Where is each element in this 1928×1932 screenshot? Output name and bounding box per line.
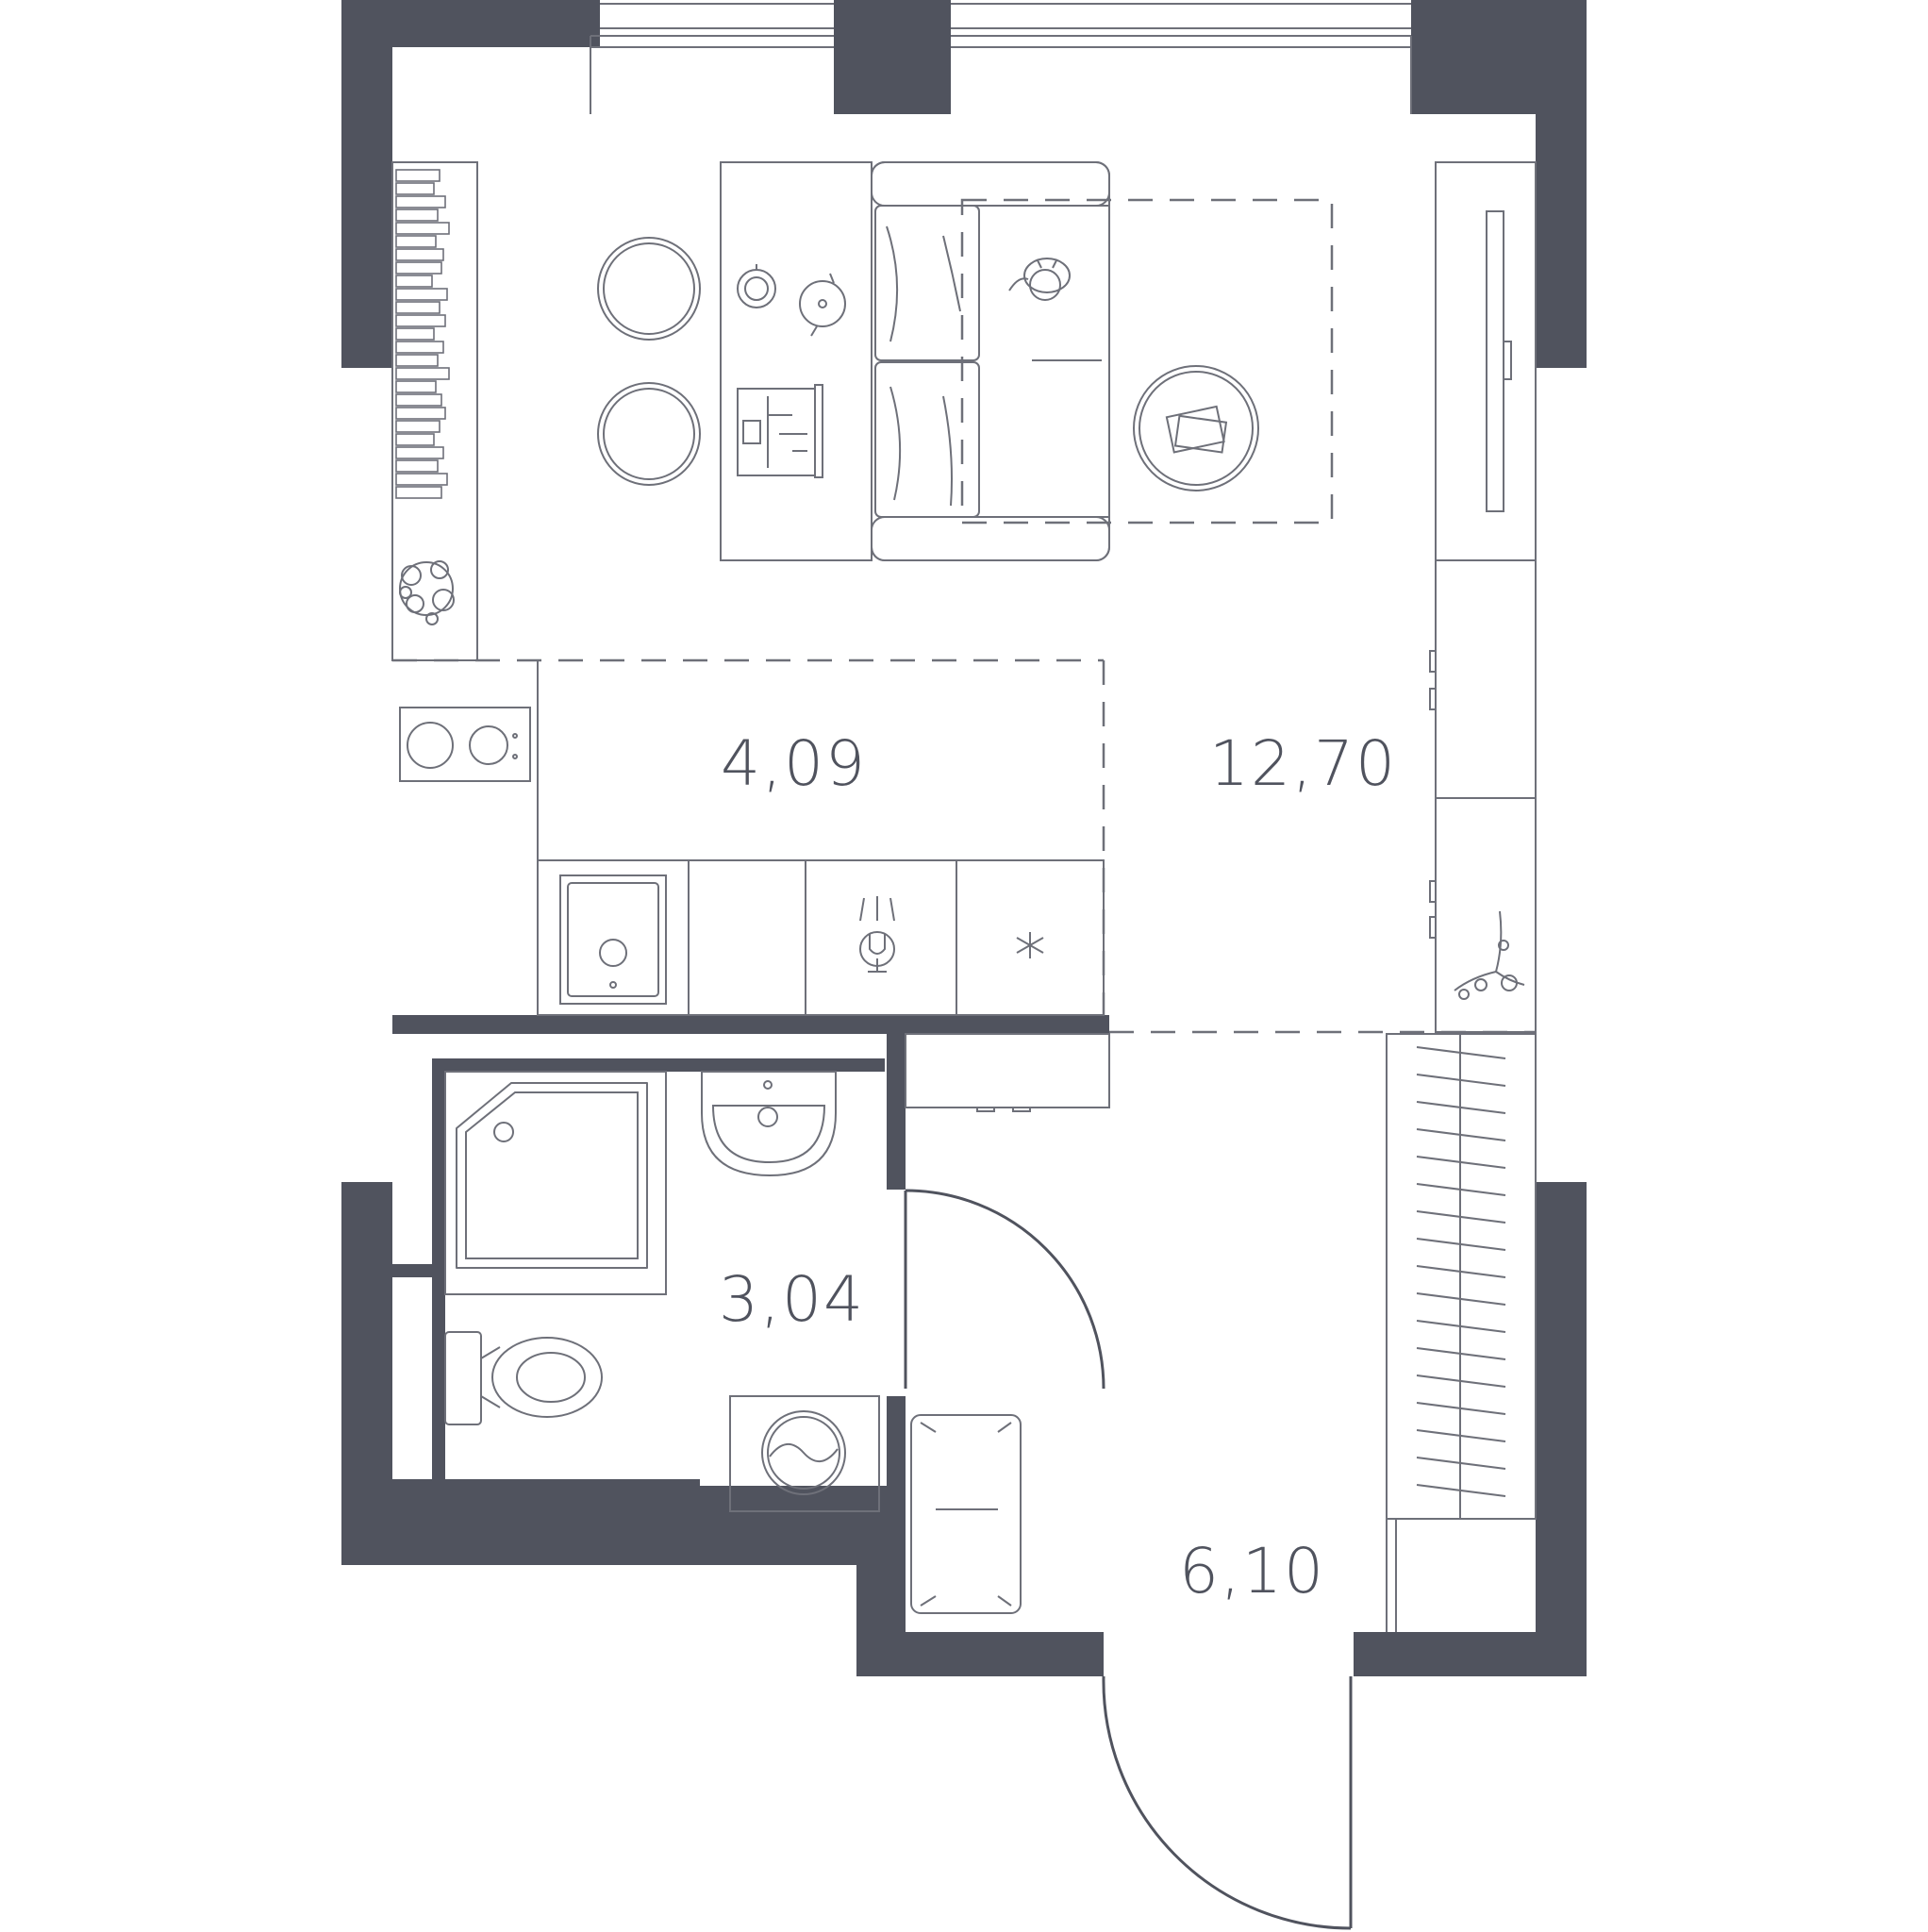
dining-chair-icon bbox=[597, 237, 701, 341]
book bbox=[395, 380, 437, 393]
teapot-icon bbox=[799, 273, 846, 337]
book bbox=[395, 208, 439, 222]
shower-icon bbox=[444, 1071, 667, 1295]
book bbox=[395, 341, 444, 354]
book bbox=[395, 182, 435, 195]
hanger bbox=[1416, 1156, 1506, 1169]
hanger bbox=[1416, 1374, 1506, 1388]
hanger bbox=[1416, 1292, 1506, 1306]
hanger bbox=[1416, 1046, 1506, 1059]
bathroom-door[interactable] bbox=[904, 1189, 1105, 1390]
zone-dividers bbox=[392, 198, 1536, 1034]
dishwasher-icon bbox=[859, 896, 895, 973]
cup-icon bbox=[737, 264, 776, 308]
book bbox=[395, 248, 444, 261]
living-area-label: 12,70 bbox=[1209, 727, 1397, 800]
hanger bbox=[1416, 1074, 1506, 1087]
book bbox=[395, 420, 440, 433]
book bbox=[395, 407, 446, 420]
hanger bbox=[1416, 1210, 1506, 1224]
dining-chair-icon bbox=[597, 382, 701, 486]
book bbox=[395, 393, 442, 407]
closet-icon bbox=[1386, 1033, 1537, 1632]
hanger bbox=[1416, 1457, 1506, 1470]
book bbox=[395, 459, 439, 473]
hanger bbox=[1416, 1128, 1506, 1141]
walls bbox=[341, 0, 1587, 1676]
book bbox=[395, 288, 448, 301]
bathroom-area-label: 3,04 bbox=[719, 1263, 865, 1336]
entrance-door[interactable] bbox=[1102, 1675, 1353, 1930]
book bbox=[395, 446, 444, 459]
shoe-cabinet-icon bbox=[905, 1033, 1110, 1112]
hallway-area-label: 6,10 bbox=[1179, 1535, 1325, 1607]
book bbox=[395, 275, 433, 288]
hanger bbox=[1416, 1429, 1506, 1442]
book bbox=[395, 222, 450, 235]
hanger bbox=[1416, 1183, 1506, 1196]
cat-icon bbox=[1008, 258, 1071, 301]
sink-icon bbox=[559, 874, 667, 1005]
book bbox=[395, 195, 446, 208]
kitchen-counter bbox=[537, 660, 1105, 1016]
washing-machine-icon bbox=[729, 1395, 880, 1512]
toilet-icon bbox=[444, 1331, 603, 1425]
book bbox=[395, 473, 448, 486]
book bbox=[395, 261, 442, 275]
hanger bbox=[1416, 1347, 1506, 1360]
windows bbox=[590, 3, 1412, 114]
laptop-icon bbox=[737, 384, 823, 478]
sofa-icon bbox=[871, 161, 1110, 561]
kitchen-area-label: 4,09 bbox=[721, 727, 867, 800]
hanger bbox=[1416, 1265, 1506, 1278]
bookshelf-icon bbox=[391, 161, 478, 661]
bench-icon bbox=[910, 1414, 1022, 1614]
washbasin-icon bbox=[701, 1071, 837, 1177]
book bbox=[395, 235, 437, 248]
book bbox=[395, 169, 440, 182]
fridge-icon bbox=[1016, 932, 1044, 958]
hanger bbox=[1416, 1238, 1506, 1251]
hanger bbox=[1416, 1320, 1506, 1333]
hob-icon bbox=[399, 707, 531, 782]
hanger bbox=[1416, 1101, 1506, 1114]
desk-icon bbox=[720, 161, 873, 561]
book bbox=[395, 486, 442, 499]
book bbox=[395, 314, 446, 327]
flower-vase-icon bbox=[1454, 910, 1525, 1000]
plant-icon bbox=[399, 560, 455, 625]
book bbox=[395, 327, 435, 341]
book bbox=[395, 301, 440, 314]
coffee-table-icon bbox=[1133, 365, 1259, 491]
book bbox=[395, 354, 439, 367]
wardrobe-icon bbox=[1429, 559, 1537, 1033]
book bbox=[395, 433, 435, 446]
book bbox=[395, 367, 450, 380]
hanger bbox=[1416, 1484, 1506, 1497]
hanger bbox=[1416, 1402, 1506, 1415]
tv-unit-icon bbox=[1435, 161, 1537, 561]
